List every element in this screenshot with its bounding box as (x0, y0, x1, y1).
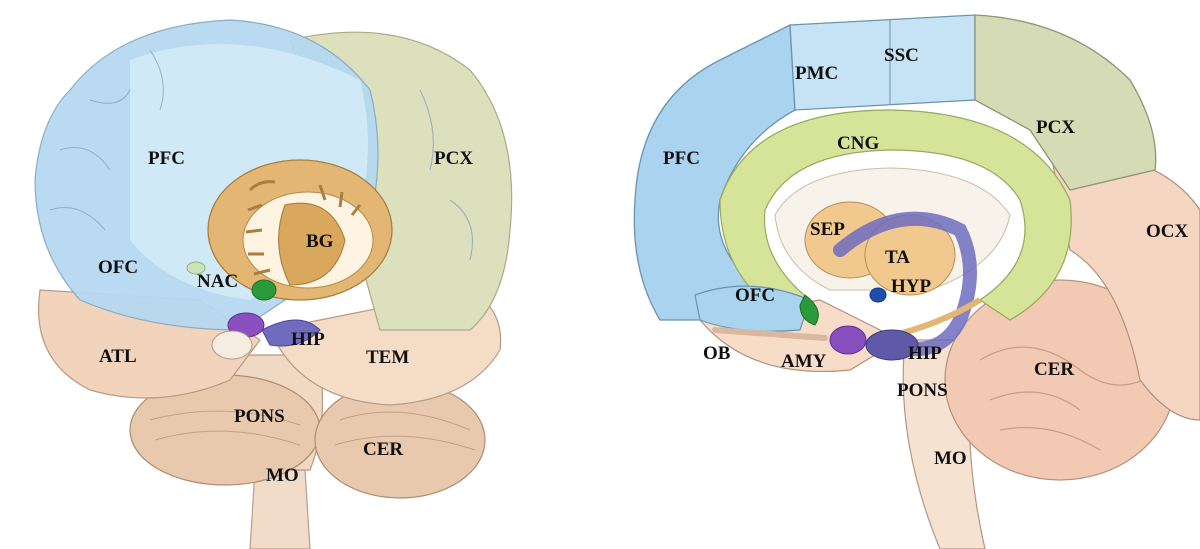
label-pmc: PMC (795, 64, 838, 83)
left-brain-illustration (0, 0, 600, 549)
label-pcx-left: PCX (434, 149, 473, 168)
label-mo-left: MO (266, 466, 299, 485)
label-cer-left: CER (363, 440, 403, 459)
label-pfc-right: PFC (663, 149, 700, 168)
label-pfc-left: PFC (148, 149, 185, 168)
label-ob: OB (703, 344, 730, 363)
label-pcx-right: PCX (1036, 118, 1075, 137)
label-ocx: OCX (1146, 222, 1188, 241)
label-ofc-right: OFC (735, 286, 775, 305)
label-bg: BG (306, 232, 333, 251)
label-nac: NAC (197, 272, 238, 291)
label-hip-right: HIP (908, 344, 942, 363)
label-sep: SEP (810, 220, 845, 239)
label-tem: TEM (366, 348, 409, 367)
label-atl: ATL (99, 347, 137, 366)
label-hyp: HYP (891, 277, 931, 296)
label-amy: AMY (781, 352, 826, 371)
right-brain-illustration (600, 0, 1200, 549)
label-ta: TA (885, 248, 910, 267)
label-cng: CNG (837, 134, 879, 153)
label-ssc: SSC (884, 46, 919, 65)
label-hip-left: HIP (291, 330, 325, 349)
label-pons-left: PONS (234, 407, 285, 426)
label-ofc-left: OFC (98, 258, 138, 277)
label-cer-right: CER (1034, 360, 1074, 379)
label-mo-right: MO (934, 449, 967, 468)
label-pons-right: PONS (897, 381, 948, 400)
